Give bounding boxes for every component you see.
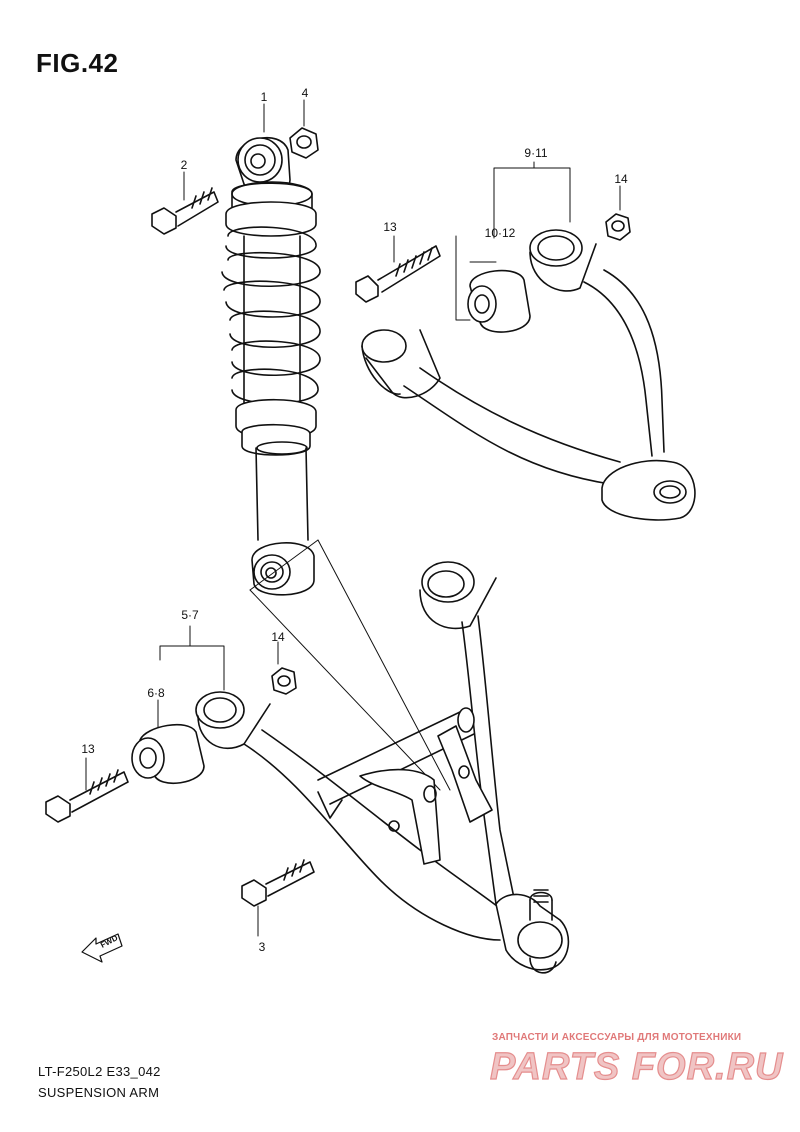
- callout-3: 3: [258, 940, 266, 954]
- bushing-lower: [131, 723, 205, 784]
- bolt-shock-top: [151, 187, 219, 235]
- upper-suspension-arm: [361, 229, 696, 521]
- watermark-tagline: ЗАПЧАСТИ И АКСЕССУАРЫ ДЛЯ МОТОТЕХНИКИ: [492, 1032, 742, 1043]
- watermark-logo: PARTS FOR.RU: [489, 1045, 784, 1088]
- callout-2: 2: [180, 158, 188, 172]
- callout-4: 4: [301, 86, 309, 100]
- callout-14-lower: 14: [271, 630, 285, 644]
- alignment-lines: [249, 539, 451, 791]
- shock-absorber: [221, 136, 321, 596]
- callout-brackets: [157, 161, 571, 735]
- bolt-lower: [45, 769, 129, 823]
- nut-lower: [271, 667, 297, 695]
- leader-lines: [85, 99, 621, 937]
- figure-title: FIG.42: [36, 48, 119, 78]
- nut-shock: [289, 127, 319, 159]
- callout-1: 1: [260, 90, 268, 104]
- callout-5-7: 5·7: [181, 608, 199, 622]
- lower-suspension-arm: [195, 561, 570, 974]
- callout-14-upper: 14: [614, 172, 628, 186]
- diagram-name: SUSPENSION ARM: [38, 1085, 160, 1100]
- bolt-shock-bottom: [241, 859, 315, 907]
- callout-6-8: 6·8: [147, 686, 165, 700]
- callout-13-upper: 13: [383, 220, 397, 234]
- model-code: LT-F250L2 E33_042: [38, 1064, 161, 1079]
- bolt-upper: [355, 245, 441, 303]
- callout-10-12: 10·12: [484, 226, 516, 240]
- fwd-arrow-icon: [81, 933, 123, 963]
- callout-9-11: 9·11: [524, 146, 548, 160]
- callout-13-lower: 13: [81, 742, 95, 756]
- bushing-upper: [467, 269, 531, 333]
- nut-upper: [605, 213, 631, 241]
